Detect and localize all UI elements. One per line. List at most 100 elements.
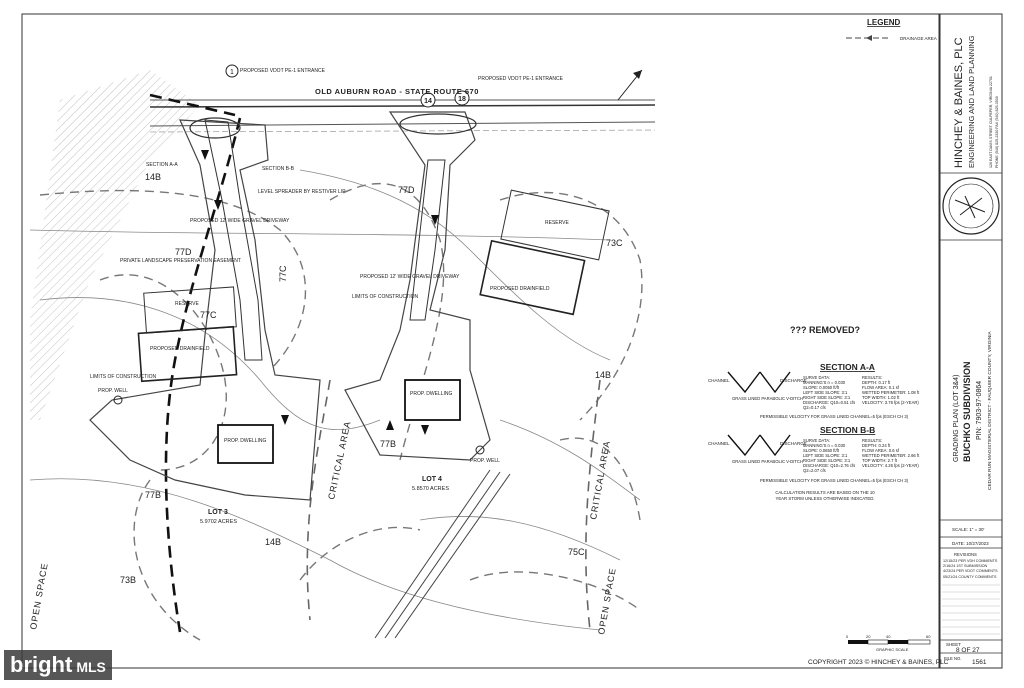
file-label: FILE NO. <box>944 656 961 661</box>
section-bb-result-line: RESULTS: <box>862 438 882 443</box>
section-aa-caption: GRASS LINED PARABOLIC V-DITCH <box>732 396 803 401</box>
section-aa-result-line: WETTED PERIMETER: 1.08 ft <box>862 390 920 395</box>
entrance-left-label: PROPOSED VDOT PE-1 ENTRANCE <box>240 68 326 74</box>
legend-title: LEGEND <box>867 18 901 27</box>
well-right-label: PROP. WELL <box>470 458 500 464</box>
critical-area-boundaries <box>306 379 601 631</box>
driveway-right-label: PROPOSED 12' WIDE GRAVEL DRIVEWAY <box>360 274 460 280</box>
section-aa-result-line: VELOCITY: 3.76 fps (2-YEAR) <box>862 400 919 405</box>
lod-left-label: LIMITS OF CONSTRUCTION <box>90 374 157 380</box>
revision-item: 4/23/24 PER VDOT COMMENTS <box>943 569 998 573</box>
well-left-label: PROP. WELL <box>98 388 128 394</box>
project-pin: PIN: 7903-97-0864 <box>976 381 983 440</box>
marker-14-label: 14 <box>424 98 432 105</box>
road-name: OLD AUBURN ROAD - STATE ROUTE 670 <box>315 87 479 96</box>
soil-label: 77D <box>398 185 415 195</box>
firm-name: HINCHEY & BAINES, PLC <box>953 37 965 168</box>
lot4-driveway <box>409 159 446 321</box>
soil-boundaries <box>39 183 643 641</box>
level-spreader-label: LEVEL SPREADER BY RESTIVER LIP <box>258 189 346 195</box>
section-aa-data-line: DISCHARGE: Q10=0.51 cfs <box>803 400 855 405</box>
section-bb-detail: CHANNEL DISCHARGE GRASS LINED PARABOLIC … <box>708 434 807 464</box>
section-aa-data-line: RIGHT SIDE SLOPE: 3:1 <box>803 395 851 400</box>
section-aa-result-line: FLOW AREA: 0.1 sf <box>862 385 900 390</box>
section-aa-data-line: LEFT SIDE SLOPE: 3:1 <box>803 390 848 395</box>
section-bb-result-line: TOP WIDTH: 2.7 ft <box>862 458 898 463</box>
calc-note: CALCULATION RESULTS ARE BASED ON THE 10 … <box>775 490 875 501</box>
section-bb-result-line: WETTED PERIMETER: 2.66 ft <box>862 453 920 458</box>
well-right-symbol <box>475 445 485 455</box>
marker-18-label: 18 <box>458 96 466 103</box>
section-bb-data-line: LEFT SIDE SLOPE: 3:1 <box>803 453 848 458</box>
scale-tick: 60 <box>926 634 931 639</box>
section-bb-right-data: RESULTS: DEPTH: 0.24 ft FLOW AREA: 0.6 s… <box>862 438 920 468</box>
scale-text: SCALE: 1" = 30' <box>952 527 984 532</box>
legend-item-label: DRAINAGE AREA <box>900 36 937 41</box>
open-space-label: OPEN SPACE <box>28 562 50 631</box>
firm-phone: PHONE (540) 825-2330 FAX (540) 825-3530 <box>995 96 999 168</box>
lot3-driveway <box>204 119 263 361</box>
revision-item: 12/15/23 PER VDH COMMENTS <box>943 559 998 563</box>
title-block-border <box>939 13 1003 669</box>
soil-labels: 14B 77D 77D 73C 77C 77C 77B 14B 77B 14B … <box>120 172 623 585</box>
driveway-left-label: PROPOSED 12' WIDE GRAVEL DRIVEWAY <box>190 218 290 224</box>
soil-label: 75C <box>568 547 585 557</box>
soil-label: 77B <box>380 439 396 449</box>
scale-caption: GRAPHIC SCALE <box>876 647 909 652</box>
flow-arrows <box>201 150 439 435</box>
entrance-right <box>399 113 477 135</box>
section-bb-data-line: SLOPE: 0.0650 ft/ft <box>803 448 840 453</box>
marker-1-label: 1 <box>230 69 234 76</box>
drainfield-left-label: PROPOSED DRAINFIELD <box>150 346 210 352</box>
open-space-label: OPEN SPACE <box>596 567 618 636</box>
soil-label: 77D <box>175 247 192 257</box>
section-bb-data-line: Q2=2.07 cfs <box>803 468 826 473</box>
watermark-brand: bright <box>10 652 73 677</box>
plan-labels: SECTION A-A SECTION B-B RESERVE PROPOSED… <box>90 68 569 464</box>
diagonal-easement <box>374 469 511 639</box>
dwelling-left-label: PROP. DWELLING <box>224 438 267 444</box>
lod-right-label: LIMITS OF CONSTRUCTION <box>352 294 419 300</box>
section-bb-left-data: SURVE DATA: MANNING'S n = 0.030 SLOPE: 0… <box>803 438 855 473</box>
revision-item: 2/16/24 1ST SUBMISSION <box>943 564 988 568</box>
section-aa-data-line: Q2=0.17 cfs <box>803 405 826 410</box>
section-aa-result-line: TOP WIDTH: 1.02 ft <box>862 395 900 400</box>
section-bb-marker: SECTION B-B <box>262 166 295 172</box>
section-aa-data-line: SURVE DATA: <box>803 375 830 380</box>
section-bb-data-line: MANNING'S n = 0.030 <box>803 443 846 448</box>
drawing-border <box>21 13 940 669</box>
landscape-easement-label: PRIVATE LANDSCAPE PRESERVATION EASEMENT <box>120 258 241 264</box>
hatched-slope-area <box>30 70 200 420</box>
critical-area-label: CRITICAL AREA <box>326 420 352 501</box>
section-bb-result-line: VELOCITY: 4.26 fps (2-YEAR) <box>862 463 919 468</box>
entrance-left <box>189 117 241 139</box>
dwelling-right-footprint <box>404 379 461 421</box>
scale-tick: 0 <box>846 634 849 639</box>
reserve-right-label: RESERVE <box>545 220 569 226</box>
lot4-construction-limits <box>344 111 491 461</box>
section-bb-title: SECTION B-B <box>820 425 875 435</box>
section-bb-data-line: SURVE DATA: <box>803 438 830 443</box>
section-aa-detail: CHANNEL DISCHARGE GRASS LINED PARABOLIC … <box>708 371 807 401</box>
firm-address: 126 EAST DAVIS STREET CULPEPER, VIRGINIA… <box>989 76 993 168</box>
drainfield-right-area <box>479 239 586 316</box>
file-number: 1561 <box>972 659 987 666</box>
discharge-label: DISCHARGE <box>780 378 807 383</box>
lot4-area: 5.8570 ACRES <box>412 486 449 492</box>
discharge-label: DISCHARGE <box>780 441 807 446</box>
calc-note-wrap: CALCULATION RESULTS ARE BASED ON THE 10 … <box>775 490 875 501</box>
lot4-name: LOT 4 <box>422 476 442 483</box>
project-location: CEDAR RUN MAGISTERIAL DISTRICT - FAUQUIE… <box>987 330 993 490</box>
section-aa-data-line: SLOPE: 0.0050 ft/ft <box>803 385 840 390</box>
section-aa-data-line: MANNING'S n = 0.030 <box>803 380 846 385</box>
revision-grid <box>942 584 1000 635</box>
firm-tagline: ENGINEERING AND LAND PLANNING <box>967 35 976 168</box>
reserve-left-label: RESERVE <box>175 301 199 307</box>
revisions-label: REVISIONS <box>954 552 977 557</box>
lot3-name: LOT 3 <box>208 509 228 516</box>
graphic-scale: 0 20 40 60 GRAPHIC SCALE <box>846 634 931 652</box>
property-line <box>164 117 242 633</box>
removed-note: ??? REMOVED? <box>790 325 860 335</box>
